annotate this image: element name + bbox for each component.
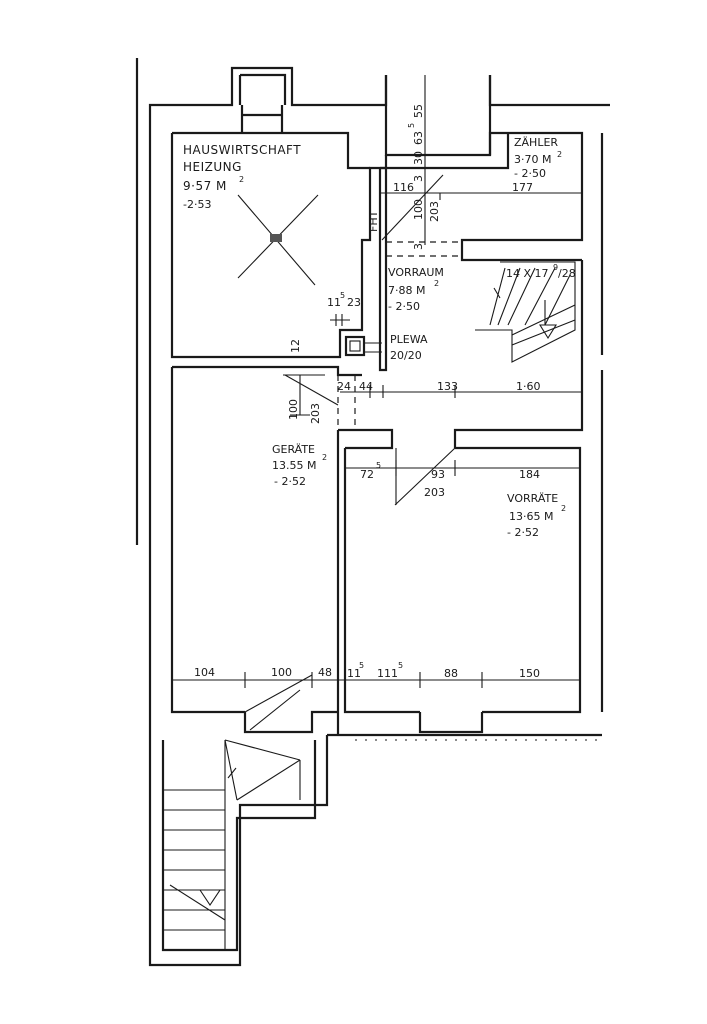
plewa-label: PLEWA xyxy=(390,333,428,346)
room-area-zaehler: 3·70 M xyxy=(514,153,551,166)
cellar-stair xyxy=(148,674,329,967)
dim-63: 63 xyxy=(412,131,425,145)
dim-88: 88 xyxy=(444,667,458,680)
room-area-hauswirtschaft: 9·57 M xyxy=(183,179,227,193)
room-name-geraete: GERÄTE xyxy=(272,443,315,456)
sq-sup: 2 xyxy=(434,279,439,288)
sq-sup: 2 xyxy=(239,175,244,184)
stair-label: 14 X 17 xyxy=(506,267,549,280)
dim-203: 203 xyxy=(424,486,445,499)
dim-93: 93 xyxy=(431,468,445,481)
dim-100: 100 xyxy=(412,199,425,220)
room-height-vorraete: - 2·52 xyxy=(507,526,539,539)
dim-11: 11 xyxy=(347,667,361,680)
room-name-heizung: HEIZUNG xyxy=(183,160,242,174)
sq-sup: 2 xyxy=(561,504,566,513)
stair-tail: /28 xyxy=(558,267,576,280)
dim-133: 133 xyxy=(437,380,458,393)
dim-23: 23 xyxy=(347,296,361,309)
dim-104: 104 xyxy=(194,666,215,679)
dimension-labels: 55 63 5 30 3 116 177 100 203 3 11 5 23 1… xyxy=(194,104,541,680)
sq-sup: 2 xyxy=(322,453,327,462)
room-area-vorraum: 7·88 M xyxy=(388,284,425,297)
main-stair xyxy=(475,261,576,363)
room-labels: HAUSWIRTSCHAFT HEIZUNG 9·57 M 2 -2·53 ZÄ… xyxy=(183,136,576,539)
dim-5: 5 xyxy=(376,461,381,470)
room-name-hauswirtschaft: HAUSWIRTSCHAFT xyxy=(183,143,301,157)
room-height-hauswirtschaft: -2·53 xyxy=(183,198,211,211)
dimension-lines xyxy=(172,75,582,688)
room-height-vorraum: - 2·50 xyxy=(388,300,420,313)
room-area-vorraete: 13·65 M xyxy=(509,510,553,523)
dim-48: 48 xyxy=(318,666,332,679)
dim-55: 55 xyxy=(412,104,425,118)
room-name-vorraum: VORRAUM xyxy=(388,266,444,279)
stair-sup: 9 xyxy=(553,263,558,272)
dim-5: 5 xyxy=(359,661,364,670)
dim-72: 72 xyxy=(360,468,374,481)
plewa-size: 20/20 xyxy=(390,349,422,362)
sq-sup: 2 xyxy=(557,150,562,159)
dim-44: 44 xyxy=(359,380,373,393)
walls xyxy=(135,58,610,741)
dim-5: 5 xyxy=(340,291,345,300)
dim-100: 100 xyxy=(287,399,300,420)
dim-111: 111 xyxy=(377,667,398,680)
dim-203: 203 xyxy=(428,201,441,222)
room-height-geraete: - 2·52 xyxy=(274,475,306,488)
dim-24: 24 xyxy=(337,380,351,393)
dim-150: 150 xyxy=(519,667,540,680)
dim-3: 3 xyxy=(412,243,425,250)
dim-5: 5 xyxy=(407,123,416,128)
dim-203: 203 xyxy=(309,403,322,424)
room-area-geraete: 13.55 M xyxy=(272,459,316,472)
room-name-zaehler: ZÄHLER xyxy=(514,136,558,149)
dim-184: 184 xyxy=(519,468,540,481)
dim-3: 3 xyxy=(412,175,425,182)
doors xyxy=(237,174,460,506)
room-name-vorraete: VORRÄTE xyxy=(507,492,558,505)
dim-5: 5 xyxy=(398,661,403,670)
dim-116: 116 xyxy=(393,181,414,194)
dim-177: 177 xyxy=(512,181,533,194)
dim-100: 100 xyxy=(271,666,292,679)
dim-1-60: 1·60 xyxy=(516,380,541,393)
dim-12: 12 xyxy=(289,339,302,353)
fht-label: FHT xyxy=(367,210,380,232)
dim-30: 30 xyxy=(412,151,425,165)
room-height-zaehler: - 2·50 xyxy=(514,167,546,180)
dim-11: 11 xyxy=(327,296,341,309)
